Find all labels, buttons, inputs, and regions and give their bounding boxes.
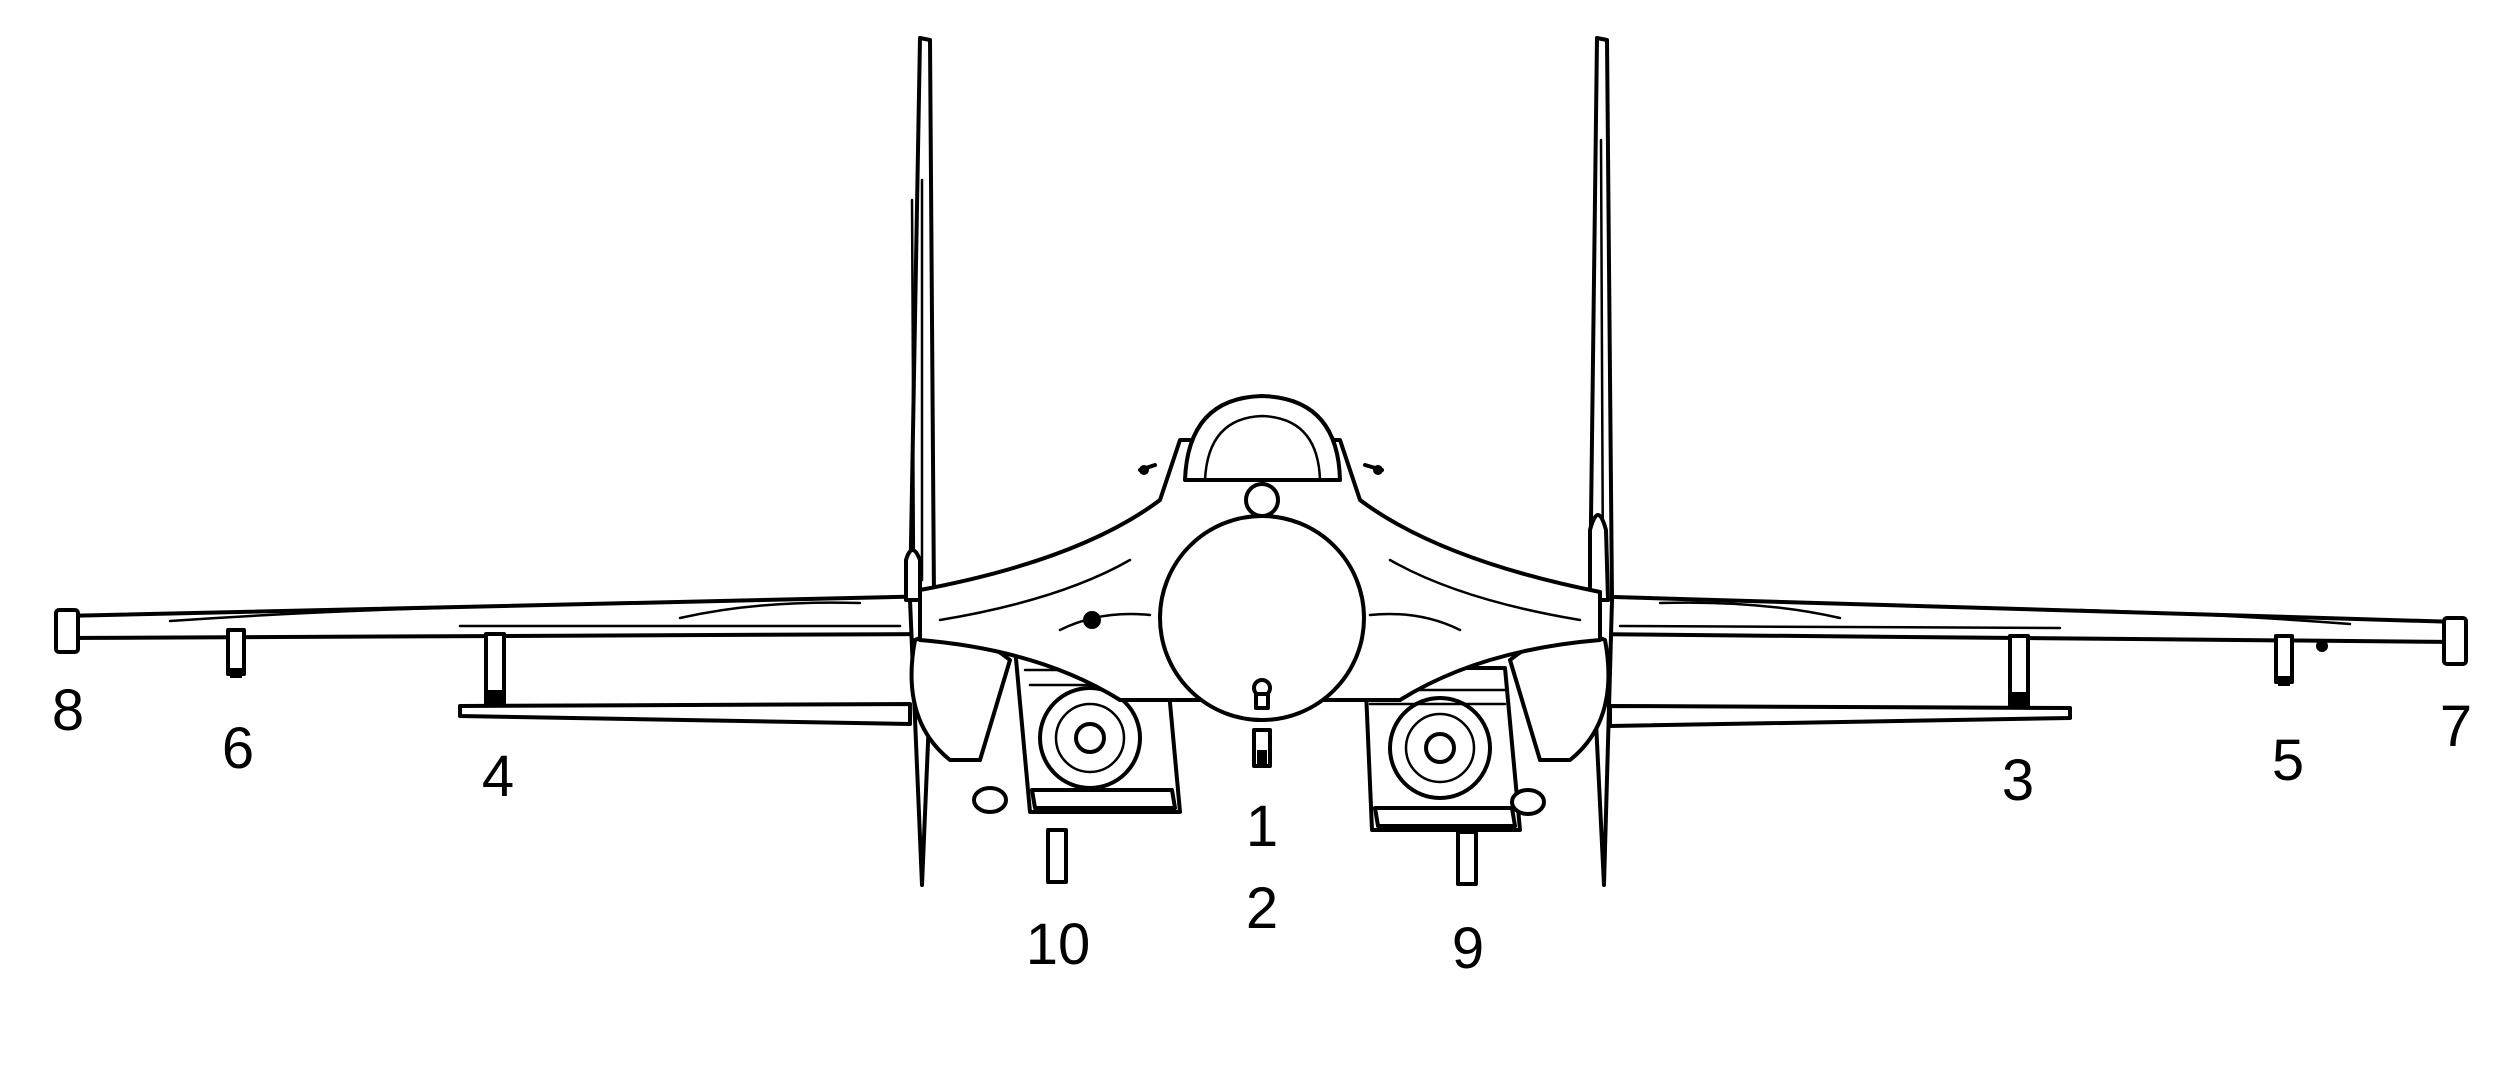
pylon-station-1-2 [1252,728,1272,768]
station-label-2: 2 [1246,876,1278,941]
vertical-tail-left [904,36,936,887]
station-label-10: 10 [1026,912,1091,977]
station-label-1: 1 [1246,794,1278,859]
station-label-3: 3 [2002,748,2034,813]
pylon-station-8 [54,608,80,654]
cockpit-canopy [1183,394,1342,518]
station-label-8: 8 [52,678,84,743]
pylon-station-3 [1608,634,2072,728]
station-label-4: 4 [482,744,514,809]
wing-left [60,594,942,640]
vertical-tail-right [1588,36,1614,887]
station-label-9: 9 [1452,916,1484,981]
engine-nacelle-right [1363,631,1611,886]
pylon-station-4 [458,632,912,726]
pylon-station-5 [2274,634,2328,686]
station-label-7: 7 [2440,694,2472,759]
nose-radome [1158,514,1366,722]
station-label-6: 6 [222,716,254,781]
pylon-station-6 [226,628,246,678]
station-label-5: 5 [2272,728,2304,793]
pylon-station-7 [2442,616,2468,666]
